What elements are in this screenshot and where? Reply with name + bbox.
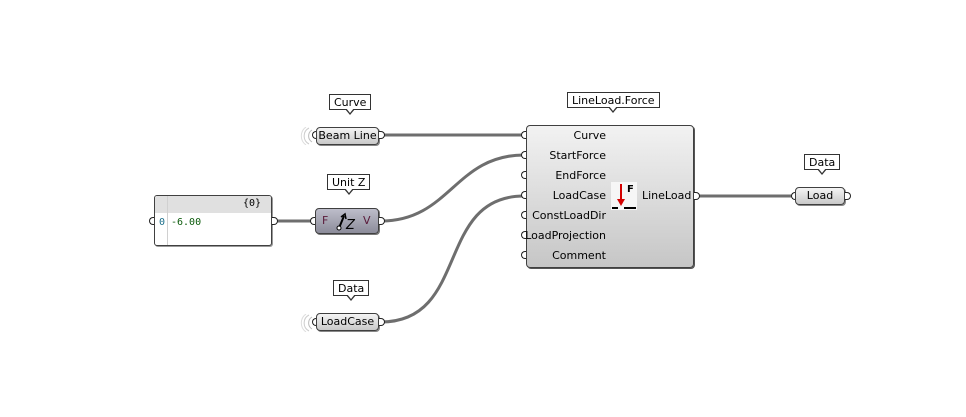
load-case-output-grip[interactable] [379,318,385,326]
load-tag: Data [804,154,841,175]
panel-input-grip[interactable] [149,217,155,225]
unit-z-tag: Unit Z [327,174,371,195]
unit-z-input-grip[interactable] [310,217,316,225]
panel-output-grip[interactable] [272,217,278,225]
load-case-input-grip[interactable] [312,318,318,326]
load-case-label: LoadCase [320,315,375,328]
lineload-force-component[interactable]: Curve StartForce EndForce LoadCase Const… [525,125,694,268]
output-grip-lineload[interactable] [694,192,700,200]
panel-header: {0} [155,196,271,213]
panel-divider [167,196,168,245]
input-label-endforce: EndForce [555,169,606,182]
beam-line-input-grip[interactable] [312,131,318,139]
beam-line-output-grip[interactable] [379,131,385,139]
load-case-param[interactable]: LoadCase [316,313,379,331]
svg-text:Z: Z [345,218,356,232]
panel-index: 0 [159,217,166,228]
wire-unitz-to-startforce [380,153,525,223]
wireless-waves-icon [300,127,313,145]
input-label-comment: Comment [552,249,606,262]
load-param[interactable]: Load [795,187,845,205]
input-grip-comment[interactable] [521,251,527,259]
beam-line-tag: Curve [329,94,372,115]
input-grip-loadcase[interactable] [521,191,527,199]
wire-loadcase-to-loadcase [380,194,525,324]
input-grip-curve[interactable] [521,131,527,139]
load-output-grip[interactable] [845,192,851,200]
unit-z-output-label: V [363,214,371,227]
input-grip-endforce[interactable] [521,171,527,179]
input-label-constloaddir: ConstLoadDir [532,209,606,222]
unit-z-input-label: F [322,214,329,227]
output-label-lineload: LineLoad [642,189,692,202]
input-grip-startforce[interactable] [521,151,527,159]
unit-vector-z-icon: Z [336,212,356,232]
beam-line-param[interactable]: Beam Line [316,127,379,145]
panel-value[interactable]: -6.00 [171,217,202,228]
component-tag: LineLoad.Force [567,92,660,113]
unit-z-component[interactable]: F Z V [315,208,379,234]
line-load-force-icon: F [611,182,637,210]
icon-letter: F [627,184,634,195]
input-label-startforce: StartForce [549,149,606,162]
input-label-loadcase: LoadCase [552,189,606,202]
load-label: Load [806,189,834,202]
input-grip-constloaddir[interactable] [521,211,527,219]
number-panel[interactable]: {0} 0 -6.00 [154,195,272,246]
input-label-curve: Curve [573,129,606,142]
panel-path: {0} [242,198,261,209]
load-case-tag: Data [333,280,370,301]
unit-z-output-grip[interactable] [379,217,385,225]
load-input-grip[interactable] [791,192,797,200]
input-label-loadprojection: LoadProjection [525,229,606,242]
wireless-waves-icon [300,314,313,332]
beam-line-label: Beam Line [318,129,377,142]
input-grip-loadprojection[interactable] [521,231,527,239]
